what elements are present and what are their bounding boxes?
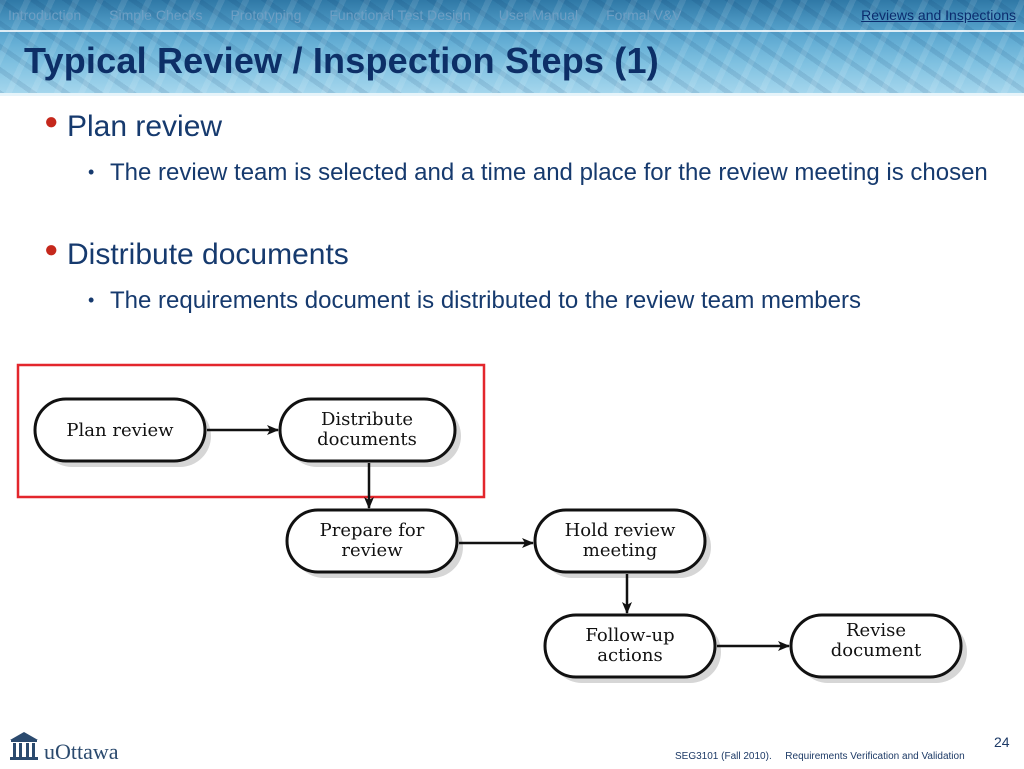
nav-divider <box>0 30 1024 32</box>
uottawa-logo-mark: uOttawa <box>10 732 119 764</box>
node-label: actions <box>597 645 662 666</box>
node-label: review <box>341 540 403 561</box>
nav-item-user-manual[interactable]: User Manual <box>498 7 579 23</box>
footer-caption: SEG3101 (Fall 2010). Requirements Verifi… <box>675 751 965 762</box>
footer-subject: Requirements Verification and Validation <box>785 751 965 762</box>
node-label: Follow-up <box>585 625 674 646</box>
node-label: Plan review <box>66 420 174 441</box>
sub-bullet-text: The review team is selected and a time a… <box>110 159 988 186</box>
node-plan-review: Plan review <box>33 397 211 467</box>
section-nav: Introduction Simple Checks Prototyping F… <box>0 0 1024 30</box>
logo-text: uOttawa <box>44 739 119 764</box>
node-label: documents <box>317 429 417 450</box>
bullet-dot-icon: ● <box>44 236 59 263</box>
node-label: Hold review <box>565 520 676 541</box>
sub-bullet-dot-icon: • <box>88 162 95 182</box>
bullet-text: Distribute documents <box>67 238 349 271</box>
node-label: document <box>831 640 922 661</box>
page-number: 24 <box>994 734 1010 750</box>
bullet-dot-icon: ● <box>44 108 59 135</box>
nav-item-introduction[interactable]: Introduction <box>8 7 82 23</box>
node-hold-review-meeting: Hold review meeting <box>533 508 711 578</box>
slide-title: Typical Review / Inspection Steps (1) <box>24 40 659 81</box>
footer-course: SEG3101 (Fall 2010). <box>675 751 772 762</box>
nav-item-functional-test-design[interactable]: Functional Test Design <box>329 7 471 23</box>
nav-item-prototyping[interactable]: Prototyping <box>230 7 302 23</box>
nav-item-simple-checks[interactable]: Simple Checks <box>109 7 203 23</box>
slide-header: Introduction Simple Checks Prototyping F… <box>0 0 1024 96</box>
node-label: Distribute <box>321 409 413 430</box>
node-prepare-for-review: Prepare for review <box>285 508 463 578</box>
review-process-diagram: Plan review Distribute documents Prepare… <box>16 363 967 683</box>
building-icon <box>10 732 38 760</box>
node-distribute-documents: Distribute documents <box>278 397 461 467</box>
sub-bullet-text: The requirements document is distributed… <box>110 287 861 314</box>
node-follow-up-actions: Follow-up actions <box>543 613 721 683</box>
nav-item-formal-vv[interactable]: Formal V&V <box>606 7 682 23</box>
bullet-text: Plan review <box>67 110 223 143</box>
node-label: meeting <box>583 540 657 561</box>
node-revise-document: Revise document <box>789 613 967 683</box>
highlight-box <box>16 363 486 499</box>
uottawa-logo: uOttawa <box>8 728 138 769</box>
node-label: Prepare for <box>320 520 425 541</box>
sub-bullet-dot-icon: • <box>88 290 95 310</box>
node-label: Revise <box>846 620 906 641</box>
nav-item-reviews-inspections[interactable]: Reviews and Inspections <box>861 7 1016 23</box>
